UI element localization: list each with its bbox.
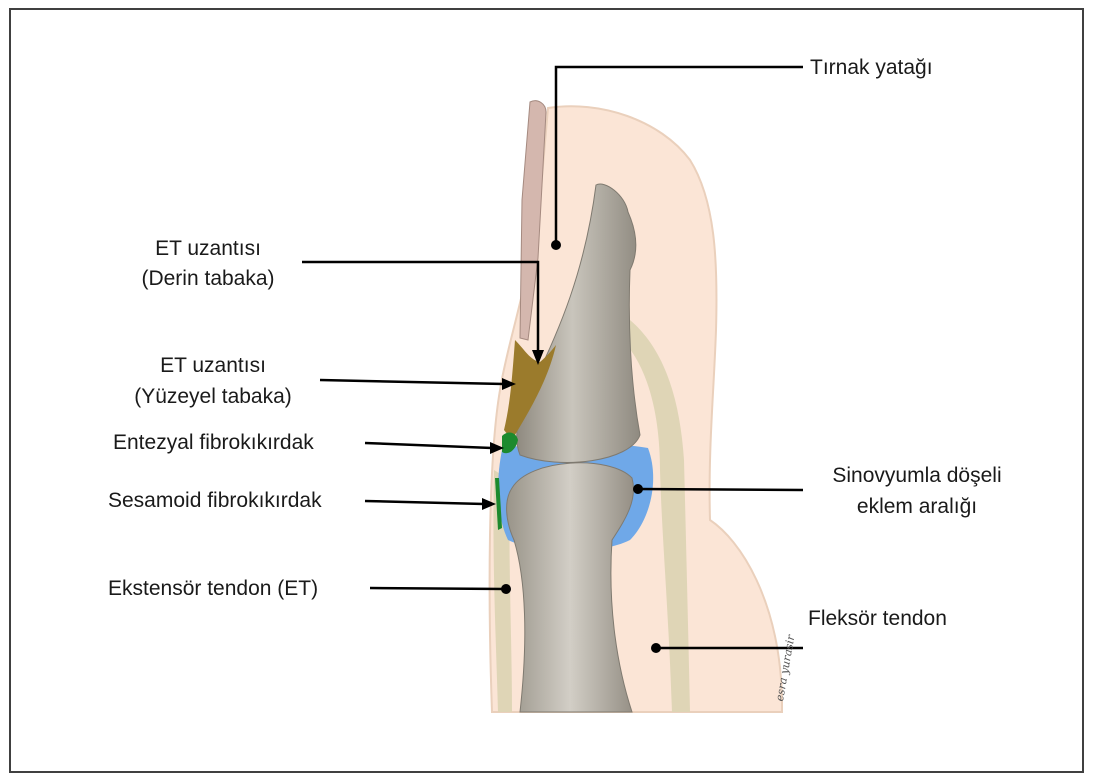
et-deep-leader	[302, 262, 538, 352]
sesamoid-leader	[365, 501, 484, 504]
nail-bed-dot	[551, 240, 561, 250]
label-flexor-tendon: Fleksör tendon	[808, 606, 947, 632]
et-superficial-leader	[320, 380, 504, 384]
label-et-deep-1: ET uzantısı	[128, 236, 288, 262]
extensor-tendon-dot	[501, 584, 511, 594]
label-et-deep-2: (Derin tabaka)	[128, 266, 288, 292]
label-et-superficial-1: ET uzantısı	[118, 353, 308, 379]
label-sesamoid-fibrocartilage: Sesamoid fibrokıkırdak	[108, 488, 322, 514]
synovial-dot	[633, 484, 643, 494]
synovial-leader	[638, 489, 803, 490]
label-entheseal-fibrocartilage: Entezyal fibrokıkırdak	[113, 430, 314, 456]
label-synovial-1: Sinovyumla döşeli	[812, 463, 1022, 489]
label-et-superficial-2: (Yüzeyel tabaka)	[118, 384, 308, 410]
label-synovial-2: eklem aralığı	[812, 494, 1022, 520]
extensor-tendon-leader	[370, 588, 506, 589]
flexor-dot	[651, 643, 661, 653]
label-nail-bed: Tırnak yatağı	[810, 55, 933, 81]
entheseal-leader	[365, 443, 492, 448]
label-extensor-tendon: Ekstensör tendon (ET)	[108, 576, 318, 602]
